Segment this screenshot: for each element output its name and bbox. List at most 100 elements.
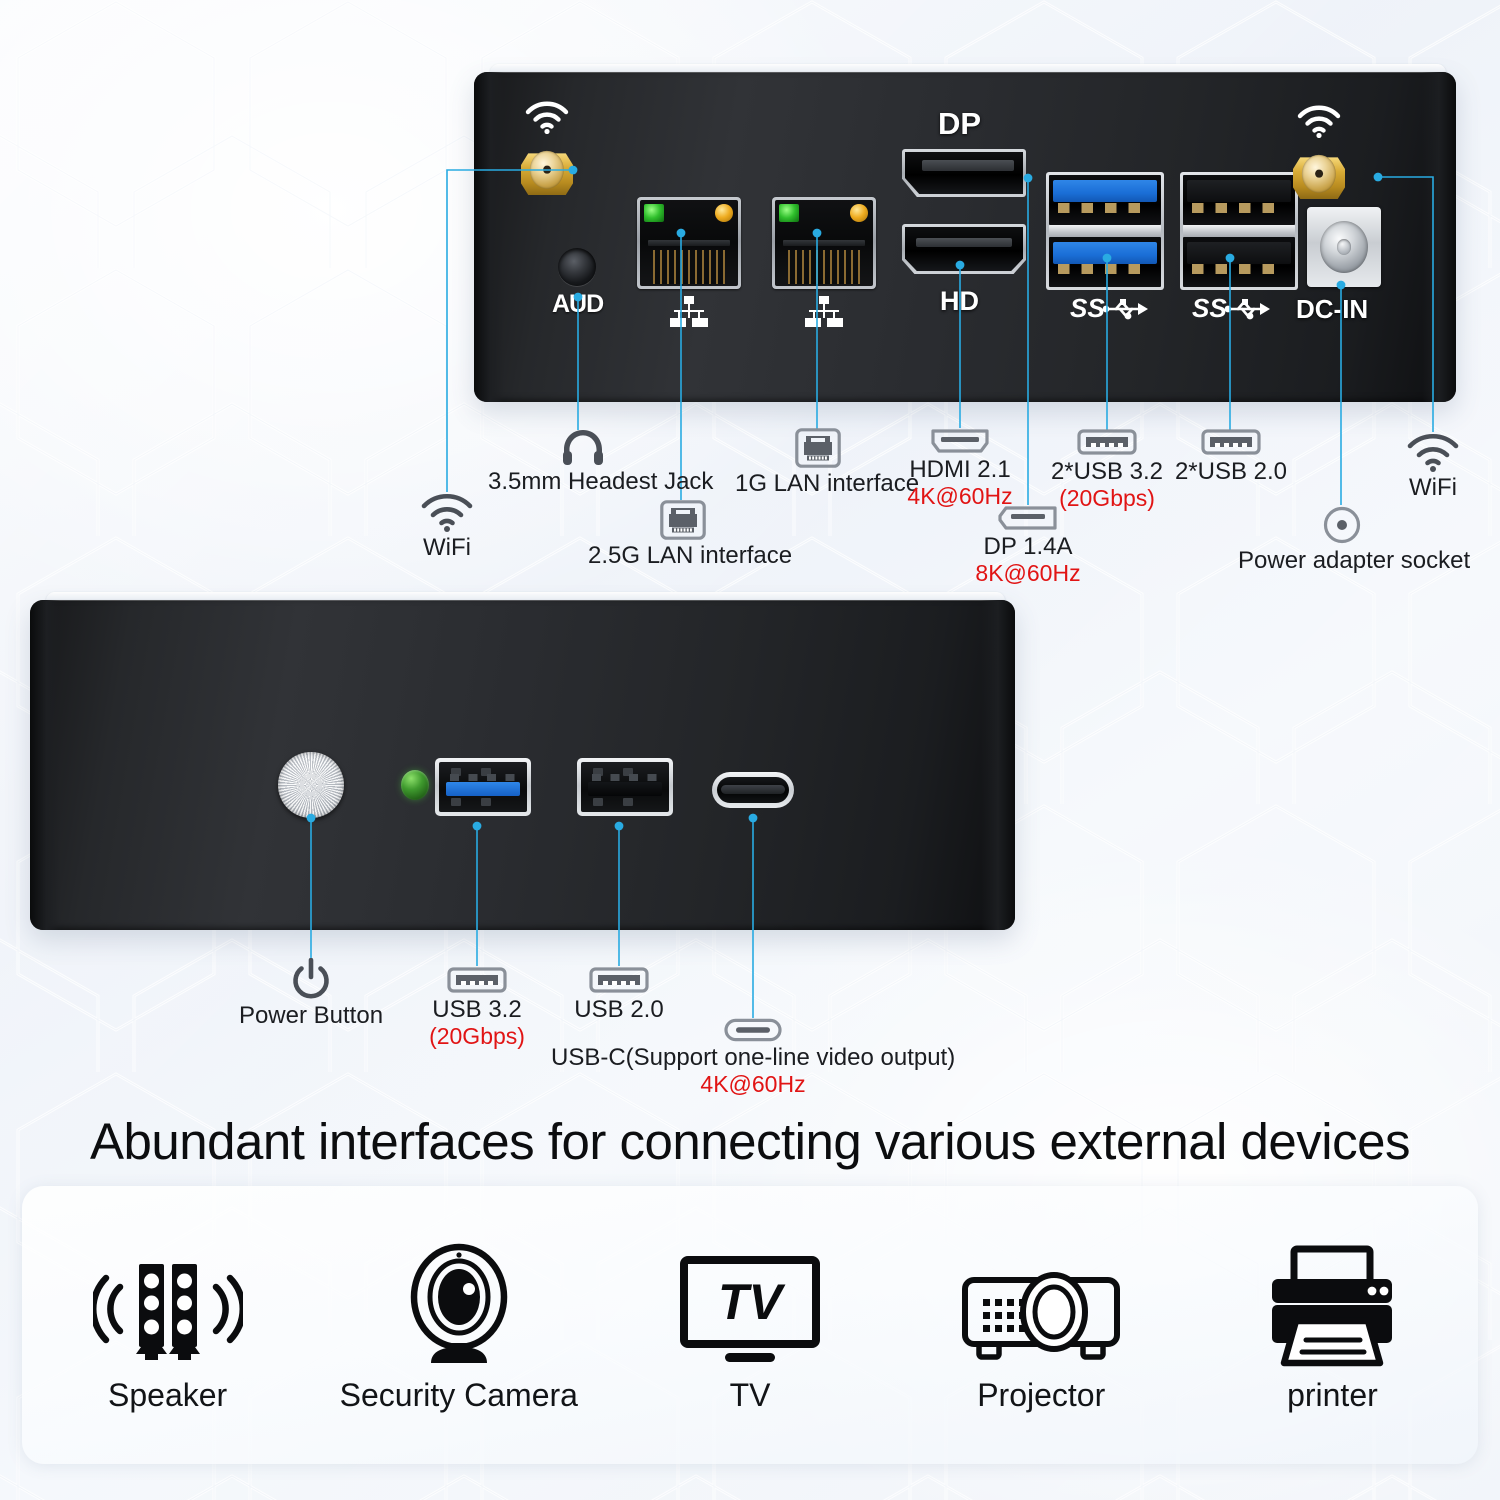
callout-power-button: Power Button	[226, 958, 396, 1029]
svg-text:SS: SS	[1192, 294, 1227, 322]
sma-antenna-connector-left	[521, 144, 573, 202]
wifi-icon	[1383, 432, 1483, 472]
callout-title: Power Button	[238, 1002, 384, 1029]
usb32-port-stack	[1046, 172, 1164, 290]
callout-spec: 8K@60Hz	[975, 560, 1081, 587]
callout-title: USB-C(Support one-line video output)	[551, 1044, 956, 1071]
device-cell-projector: Projector	[896, 1237, 1187, 1414]
headphone-icon	[488, 428, 678, 466]
usb32-port-lower	[1049, 236, 1161, 287]
usb20-port-stack	[1180, 172, 1298, 290]
callout-title: 1G LAN interface	[735, 470, 920, 497]
displayport-icon	[972, 505, 1084, 531]
chassis-right-edge	[1422, 72, 1456, 402]
aud-silkscreen: AUD	[552, 290, 604, 318]
dp-silkscreen: DP	[938, 106, 982, 141]
usb-icon	[1164, 428, 1298, 456]
callout-spec: 4K@60Hz	[907, 483, 1013, 510]
device-cell-speaker: Speaker	[22, 1237, 313, 1414]
usb20-port	[577, 758, 673, 816]
usb-icon	[410, 966, 544, 994]
dcin-silkscreen: DC-IN	[1296, 294, 1369, 324]
superspeed-usb-icon: SS	[1192, 293, 1276, 327]
power-led-indicator	[401, 770, 429, 800]
chassis-left-edge	[474, 72, 504, 402]
callout-spec: 4K@60Hz	[700, 1071, 806, 1098]
callout-title: WiFi	[423, 534, 471, 561]
printer-icon	[1266, 1237, 1398, 1367]
usb32-port	[435, 758, 531, 816]
page-headline: Abundant interfaces for connecting vario…	[90, 1113, 1410, 1170]
device-label: printer	[1287, 1376, 1378, 1413]
usb20-port-upper	[1183, 175, 1295, 226]
device-label: Speaker	[108, 1376, 228, 1413]
hd-silkscreen: HD	[940, 286, 979, 316]
chassis-right-edge	[981, 600, 1015, 930]
power-icon	[226, 958, 396, 1000]
callout-wifi-left: WiFi	[397, 492, 497, 561]
lan-port-1g	[772, 197, 876, 289]
wifi-icon	[524, 100, 570, 134]
dc-jack-icon	[1238, 505, 1446, 545]
tv-screen-text: TV	[718, 1274, 786, 1330]
callout-usb32: 2*USB 3.2 (20Gbps)	[1040, 428, 1174, 512]
callout-front-usb20: USB 2.0	[552, 966, 686, 1023]
callout-spec: (20Gbps)	[429, 1023, 525, 1050]
lan-icon	[666, 296, 712, 333]
lan-icon	[801, 296, 847, 333]
callout-front-usb32: USB 3.2 (20Gbps)	[410, 966, 544, 1050]
callout-title: 3.5mm Headest Jack	[488, 468, 714, 495]
callout-title: WiFi	[1409, 474, 1457, 501]
power-button[interactable]	[278, 752, 344, 818]
chassis-left-edge	[30, 600, 60, 930]
callout-power-socket: Power adapter socket	[1238, 505, 1471, 574]
callout-title: USB 3.2	[432, 996, 522, 1023]
usb-icon	[552, 966, 686, 994]
dc-in-port	[1307, 207, 1381, 287]
callout-headset-jack: 3.5mm Headest Jack	[488, 428, 714, 495]
callout-wifi-right: WiFi	[1383, 432, 1483, 501]
wifi-icon	[397, 492, 497, 532]
callout-title: 2.5G LAN interface	[588, 542, 793, 569]
webcam-icon	[399, 1237, 519, 1367]
callout-lan-1g: 1G LAN interface	[735, 428, 920, 497]
callout-spec: (20Gbps)	[1059, 485, 1155, 512]
callout-title: HDMI 2.1	[909, 456, 1011, 483]
external-devices-card: Speaker Security Camera TV TV	[22, 1186, 1478, 1464]
callout-lan-25g: 2.5G LAN interface	[588, 500, 793, 569]
lan-icon	[735, 428, 900, 468]
speaker-icon	[92, 1237, 243, 1367]
hdmi-port	[902, 224, 1026, 274]
device-cell-printer: printer	[1187, 1237, 1478, 1414]
tv-icon: TV	[679, 1237, 821, 1367]
device-cell-security-camera: Security Camera	[313, 1237, 604, 1414]
displayport-port	[902, 149, 1026, 197]
device-cell-tv: TV TV	[604, 1237, 895, 1414]
usb-icon	[1040, 428, 1174, 456]
audio-jack-port	[558, 248, 596, 286]
sma-antenna-connector-right	[1293, 148, 1345, 206]
callout-title: USB 2.0	[574, 996, 664, 1023]
svg-text:SS: SS	[1070, 294, 1105, 322]
callout-usb-c: USB-C(Support one-line video output) 4K@…	[551, 1018, 955, 1098]
superspeed-usb-icon: SS	[1070, 293, 1154, 327]
usb20-port-lower	[1183, 236, 1295, 287]
callout-title: DP 1.4A	[983, 533, 1073, 560]
usb32-port-upper	[1049, 175, 1161, 226]
usb-c-port	[712, 772, 794, 808]
wifi-icon	[1296, 104, 1342, 138]
rear-io-panel: AUD DP HD	[474, 64, 1456, 402]
callout-displayport: DP 1.4A 8K@60Hz	[972, 505, 1084, 587]
front-io-panel	[30, 592, 1015, 930]
device-label: Projector	[977, 1376, 1106, 1413]
usb-c-icon	[551, 1018, 955, 1042]
hdmi-icon	[903, 428, 1017, 454]
callout-hdmi: HDMI 2.1 4K@60Hz	[903, 428, 1017, 510]
callout-title: Power adapter socket	[1238, 547, 1471, 574]
callout-title: 2*USB 3.2	[1050, 458, 1164, 485]
device-label: TV	[729, 1376, 771, 1413]
projector-icon	[961, 1237, 1121, 1367]
callout-usb20: 2*USB 2.0	[1164, 428, 1298, 485]
lan-port-25g	[637, 197, 741, 289]
device-label: Security Camera	[339, 1376, 578, 1413]
